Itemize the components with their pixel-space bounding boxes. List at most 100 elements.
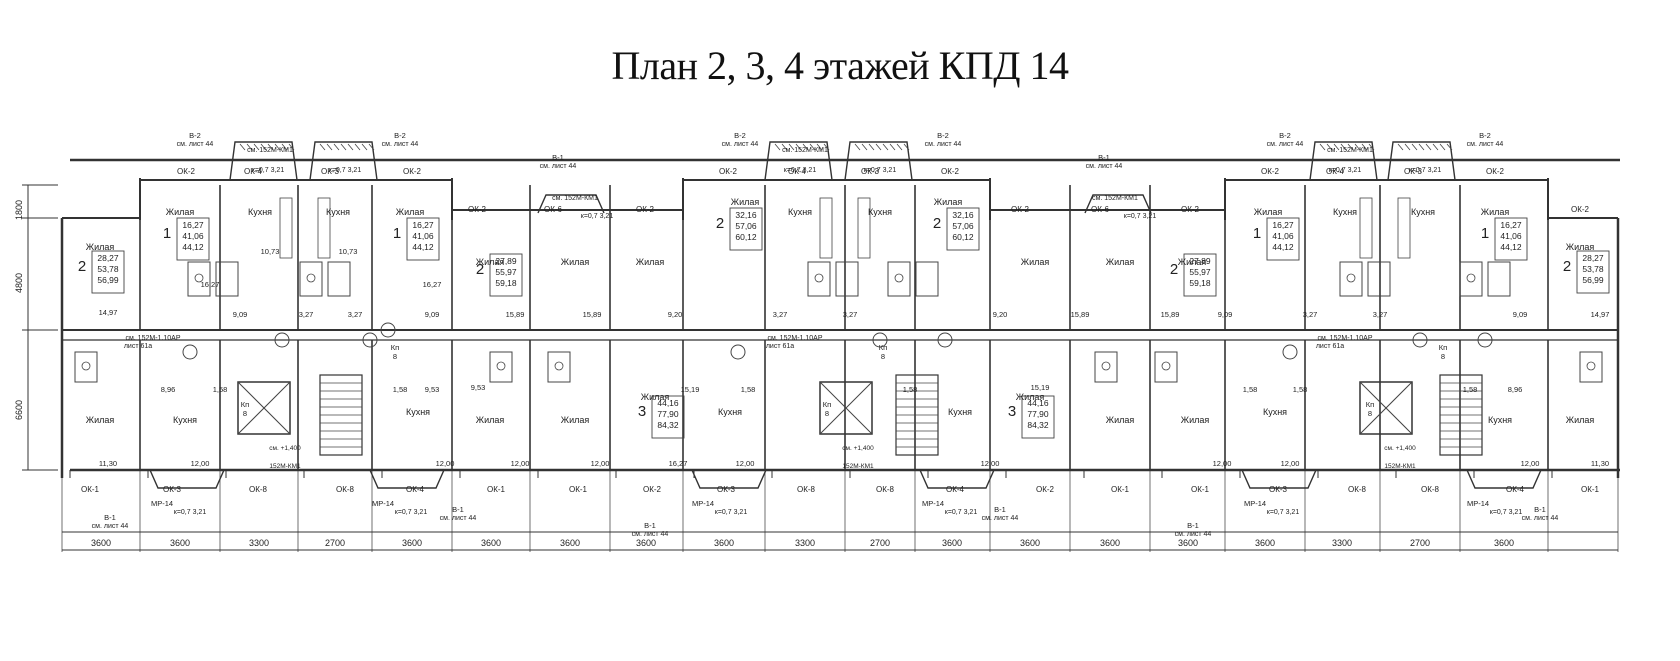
room-label-kitchen: Кухня xyxy=(1488,415,1512,425)
room-label-living: Жилая xyxy=(1481,207,1510,217)
window-mark: ОК-3 xyxy=(1404,167,1423,176)
apartment-area-box xyxy=(1021,395,1055,439)
apartment-living-area: 27,89 xyxy=(1189,256,1211,266)
bay-mark: В-1 xyxy=(994,505,1006,514)
level-dimension: 1800 xyxy=(14,200,24,220)
apartment-area-box xyxy=(91,250,125,294)
room-label-kitchen: Кухня xyxy=(718,407,742,417)
room-area: 9,53 xyxy=(471,383,486,392)
fixtures xyxy=(74,143,1610,448)
room-area: 3,27 xyxy=(299,310,314,319)
apartment-living-area: 16,27 xyxy=(1500,220,1522,230)
dimension-value: 3600 xyxy=(636,538,656,548)
window-mark: ОК-1 xyxy=(81,485,100,494)
bay-hatch xyxy=(788,143,795,151)
kp-mark: Кп xyxy=(241,400,249,409)
bathroom-fixture xyxy=(1339,261,1363,297)
kp-number: 8 xyxy=(1368,409,1372,418)
dimension-value: 3600 xyxy=(560,538,580,548)
room-label-living: Жилая xyxy=(1021,257,1050,267)
bay-note: см. лист 44 xyxy=(722,141,759,148)
bay-hatch xyxy=(896,143,903,151)
apartment-full-area: 56,99 xyxy=(1582,275,1604,285)
apartment-living-area: 16,27 xyxy=(1272,220,1294,230)
apartment-living-area: 44,16 xyxy=(1027,398,1049,408)
dimension-value: 3600 xyxy=(402,538,422,548)
bay-note: см. лист 44 xyxy=(540,163,577,170)
apartment-full-area: 44,12 xyxy=(1500,242,1522,252)
apartment-living-area: 27,89 xyxy=(495,256,517,266)
window-mark: ОК-1 xyxy=(487,485,506,494)
bay-mark: МР-14 xyxy=(372,499,394,508)
room-area: 12,00 xyxy=(1281,459,1300,468)
apartment-room-count: 2 xyxy=(1170,261,1178,278)
room-area: 14,97 xyxy=(99,308,118,317)
bathroom-fixture xyxy=(547,351,571,383)
bay-hatch xyxy=(854,143,861,151)
room-label-kitchen: Кухня xyxy=(173,415,197,425)
bay-mark: В-2 xyxy=(394,131,406,140)
window-mark: ОК-2 xyxy=(719,167,738,176)
apartment-full-area: 84,32 xyxy=(657,420,679,430)
window-mark: ОК-8 xyxy=(797,485,816,494)
kp-mark: Кп xyxy=(879,343,887,352)
kitchen-counter xyxy=(819,197,833,259)
window-mark: ОК-2 xyxy=(643,485,662,494)
bay-hatch xyxy=(1361,143,1368,151)
bathroom-fixture xyxy=(807,261,831,297)
room-label-living: Жилая xyxy=(1566,242,1595,252)
kitchen-counter xyxy=(317,197,331,259)
bay-hatch xyxy=(274,143,281,151)
window-mark: ОК-3 xyxy=(163,485,182,494)
bay-note: см. 152М-КМ1 xyxy=(1327,147,1373,154)
drawing-note: лист 61а xyxy=(766,343,794,350)
bay-hatch xyxy=(1340,143,1347,151)
kp-number: 8 xyxy=(243,409,247,418)
room-label-living: Жилая xyxy=(731,197,760,207)
room-area: 11,30 xyxy=(99,459,117,468)
apartment-area-box xyxy=(176,217,210,261)
bay-window xyxy=(1309,141,1378,181)
window-mark: ОК-4 xyxy=(244,167,263,176)
bay-hatch xyxy=(816,143,823,151)
room-area: 15,89 xyxy=(506,310,525,319)
kp-number: 8 xyxy=(1441,352,1445,361)
apartment-full-area: 60,12 xyxy=(735,232,757,242)
stair-note: см. +1,400 xyxy=(1384,445,1416,452)
bay-note: см. лист 44 xyxy=(382,141,419,148)
dimension-value: 3600 xyxy=(714,538,734,548)
kitchen-counter xyxy=(279,197,293,259)
bay-hatch xyxy=(260,143,267,151)
room-area: 8,96 xyxy=(1508,385,1523,394)
bay-hatch xyxy=(281,143,288,151)
apartment-full-area: 59,18 xyxy=(495,278,517,288)
bathroom-fixture xyxy=(887,261,911,297)
bay-coefficient: к=0,7 3,21 xyxy=(581,213,614,220)
room-label-living: Жилая xyxy=(561,415,590,425)
bay-mark: МР-14 xyxy=(1467,499,1489,508)
bathroom-fixture xyxy=(187,261,211,297)
lift-shaft xyxy=(1359,381,1413,435)
apartment-room-count: 3 xyxy=(638,403,646,420)
window-mark: ОК-8 xyxy=(876,485,895,494)
apartment-total-area: 77,90 xyxy=(657,409,679,419)
bay-mark: В-1 xyxy=(1534,505,1546,514)
window-mark: ОК-4 xyxy=(1326,167,1345,176)
axis-marker xyxy=(730,344,746,360)
bay-note: см. лист 44 xyxy=(632,531,669,538)
window-mark: ОК-1 xyxy=(1581,485,1600,494)
bay-hatch xyxy=(1347,143,1354,151)
bathroom-fixture xyxy=(1459,261,1483,297)
bay-hatch xyxy=(1439,143,1446,151)
room-area: 9,53 xyxy=(425,385,440,394)
bay-window xyxy=(369,469,445,489)
room-area: 9,09 xyxy=(1513,310,1528,319)
stair-note: см. +1,400 xyxy=(269,445,301,452)
axis-marker xyxy=(937,332,953,348)
dimension-value: 3600 xyxy=(481,538,501,548)
room-area: 15,19 xyxy=(681,385,700,394)
level-dimension: 6600 xyxy=(14,400,24,420)
bathroom-fixture xyxy=(1094,351,1118,383)
bay-note: см. лист 44 xyxy=(1467,141,1504,148)
bay-window xyxy=(1387,141,1456,181)
